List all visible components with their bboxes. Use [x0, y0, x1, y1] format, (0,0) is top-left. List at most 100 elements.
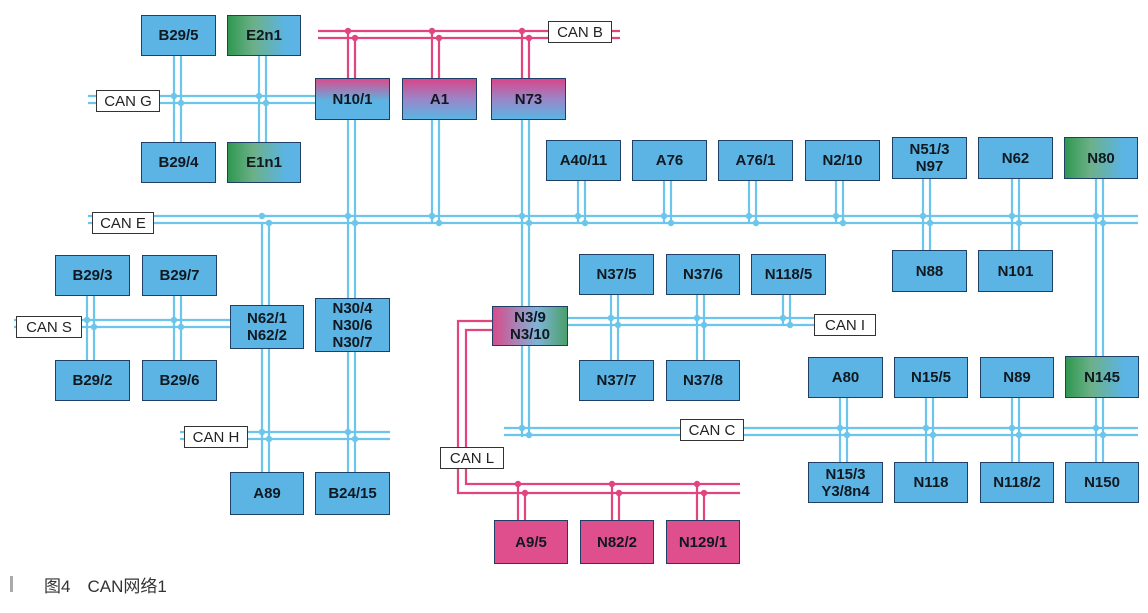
node-a76-1-label: A76/1 — [735, 152, 776, 169]
node-n37-6-label: N37/6 — [682, 266, 724, 283]
node-n62: N62 — [978, 137, 1053, 179]
can-g-label: CAN G — [96, 90, 160, 112]
node-n150-label: N150 — [1084, 474, 1120, 491]
node-n82-2-label: N82/2 — [596, 533, 638, 551]
node-n80: N80 — [1064, 137, 1138, 179]
node-b29-7-label: B29/7 — [159, 267, 200, 284]
node-n15-5: N15/5 — [894, 357, 968, 398]
node-n145-label: N145 — [1084, 368, 1120, 386]
can-e-label: CAN E — [92, 212, 154, 234]
can-l-junctions — [514, 480, 708, 497]
node-n73: N73 — [491, 78, 566, 120]
node-n80-label: N80 — [1087, 149, 1115, 167]
node-b29-7: B29/7 — [142, 255, 217, 296]
node-n82-2: N82/2 — [580, 520, 654, 564]
can-l-bus-wires — [456, 319, 740, 520]
node-b29-2-label: B29/2 — [72, 372, 113, 389]
node-n88-label: N88 — [915, 262, 944, 280]
node-n62-2-label: N62/2 — [246, 327, 288, 344]
node-n3-10-label: N3/10 — [509, 326, 551, 343]
node-e1n1-label: E1n1 — [246, 154, 282, 171]
node-n37-5: N37/5 — [579, 254, 654, 295]
can-b-junctions — [344, 27, 533, 42]
node-n118-5-label: N118/5 — [764, 266, 813, 283]
node-n37-7-label: N37/7 — [596, 372, 637, 389]
node-a9-5-label: A9/5 — [515, 533, 547, 551]
node-n73-label: N73 — [514, 90, 543, 108]
node-n30-7-label: N30/7 — [332, 333, 373, 351]
node-n30-4-label: N30/4 — [332, 299, 373, 317]
node-b29-6-label: B29/6 — [159, 372, 200, 389]
can-blue-junctions — [83, 92, 1107, 443]
node-a40-11: A40/11 — [546, 140, 621, 181]
node-n89-label: N89 — [1003, 369, 1031, 386]
node-a89-label: A89 — [253, 485, 281, 502]
node-n145: N145 — [1065, 356, 1139, 398]
node-n2-10: N2/10 — [805, 140, 880, 181]
node-n97-label: N97 — [915, 158, 944, 175]
figure-caption: 图4 CAN网络1 — [44, 577, 167, 596]
node-b29-3: B29/3 — [55, 255, 130, 296]
node-a40-11-label: A40/11 — [559, 152, 608, 169]
can-b-label: CAN B — [548, 21, 612, 43]
node-n101: N101 — [978, 250, 1053, 292]
node-a80-label: A80 — [831, 369, 860, 386]
node-a76-1: A76/1 — [718, 140, 793, 181]
node-a80: A80 — [808, 357, 883, 398]
node-b29-4: B29/4 — [141, 142, 216, 183]
node-n10-1: N10/1 — [315, 78, 390, 120]
node-n118-2-label: N118/2 — [993, 474, 1041, 491]
node-n15-3-label: N15/3 — [825, 465, 866, 483]
node-n37-5-label: N37/5 — [596, 266, 637, 283]
can-h-label: CAN H — [184, 426, 248, 448]
node-n62-1-label: N62/1 — [246, 310, 288, 327]
node-n101-label: N101 — [997, 262, 1034, 280]
node-e2n1: E2n1 — [227, 15, 301, 56]
node-n129-1-label: N129/1 — [678, 533, 728, 551]
node-n51-3-label: N51/3 — [909, 141, 950, 158]
node-n3-9-label: N3/9 — [514, 309, 546, 326]
node-n88: N88 — [892, 250, 967, 292]
node-b29-5: B29/5 — [141, 15, 216, 56]
node-n118: N118 — [894, 462, 968, 503]
node-n10-1-label: N10/1 — [332, 90, 373, 108]
node-e1n1: E1n1 — [227, 142, 301, 183]
node-n37-8-label: N37/8 — [682, 372, 724, 389]
node-b24-15: B24/15 — [315, 472, 390, 515]
node-n37-8: N37/8 — [666, 360, 740, 401]
node-a9-5: A9/5 — [494, 520, 568, 564]
node-n15-5-label: N15/5 — [910, 369, 952, 386]
node-b29-5-label: B29/5 — [158, 27, 199, 44]
node-n37-7: N37/7 — [579, 360, 654, 401]
node-a1-label: A1 — [429, 90, 450, 108]
node-b29-6: B29/6 — [142, 360, 217, 401]
node-b29-4-label: B29/4 — [158, 154, 199, 171]
node-n30-6-label: N30/6 — [332, 316, 373, 334]
node-a1: A1 — [402, 78, 477, 120]
node-a89: A89 — [230, 472, 304, 515]
node-b29-2: B29/2 — [55, 360, 130, 401]
node-n150: N150 — [1065, 462, 1139, 503]
node-n118-label: N118 — [913, 474, 949, 491]
node-n89: N89 — [980, 357, 1054, 398]
node-n37-6: N37/6 — [666, 254, 740, 295]
node-a76: A76 — [632, 140, 707, 181]
can-l-label: CAN L — [440, 447, 504, 469]
node-n62-label: N62 — [1001, 149, 1030, 167]
caption-marker — [10, 576, 13, 592]
can-i-label: CAN I — [814, 314, 876, 336]
node-y3-8n4-label: Y3/8n4 — [821, 482, 870, 500]
can-c-label: CAN C — [680, 419, 744, 441]
can-s-label: CAN S — [16, 316, 82, 338]
node-n2-10-label: N2/10 — [822, 152, 863, 169]
node-b24-15-label: B24/15 — [328, 485, 377, 502]
node-e2n1-label: E2n1 — [246, 27, 282, 44]
node-n118-5: N118/5 — [751, 254, 826, 295]
node-b29-3-label: B29/3 — [72, 267, 113, 284]
